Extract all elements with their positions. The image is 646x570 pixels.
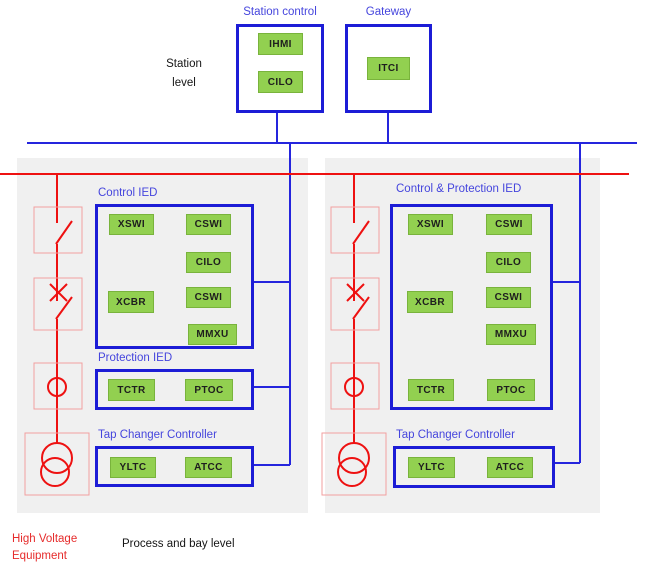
high-voltage-label-line1: High Voltage xyxy=(12,533,78,545)
high-voltage-equipment-label: High Voltage Equipment xyxy=(12,531,92,565)
node-ihmi: IHMI xyxy=(258,33,303,55)
station-level-label-line1: Station xyxy=(166,58,202,70)
node-cilo-right: CILO xyxy=(486,252,531,273)
node-cswi-right-1: CSWI xyxy=(486,214,532,235)
node-atcc-left: ATCC xyxy=(185,457,232,478)
node-cilo-left: CILO xyxy=(186,252,231,273)
station-level-label-line2: level xyxy=(172,77,196,89)
node-atcc-right: ATCC xyxy=(487,457,533,478)
protection-ied-box xyxy=(95,369,254,410)
tap-changer-title-left: Tap Changer Controller xyxy=(98,429,217,441)
node-cilo-station: CILO xyxy=(258,71,303,93)
control-protection-ied-title: Control & Protection IED xyxy=(396,183,522,195)
control-ied-box xyxy=(95,204,254,349)
gateway-box xyxy=(345,24,432,113)
station-bus xyxy=(27,113,637,144)
node-xcbr-left: XCBR xyxy=(108,291,154,313)
node-cswi-left-2: CSWI xyxy=(186,287,231,308)
gateway-title: Gateway xyxy=(365,6,412,18)
node-xswi-right: XSWI xyxy=(408,214,453,235)
high-voltage-label-line2: Equipment xyxy=(12,550,67,562)
node-cswi-left-1: CSWI xyxy=(186,214,231,235)
node-tctr-left: TCTR xyxy=(108,379,155,401)
tap-changer-title-right: Tap Changer Controller xyxy=(396,429,515,441)
node-xswi-left: XSWI xyxy=(109,214,154,235)
node-xcbr-right: XCBR xyxy=(407,291,453,313)
node-cswi-right-2: CSWI xyxy=(486,287,531,308)
node-ptoc-right: PTOC xyxy=(487,379,535,401)
node-itci: ITCI xyxy=(367,57,410,80)
node-tctr-right: TCTR xyxy=(408,379,454,401)
control-ied-title: Control IED xyxy=(98,187,158,199)
node-ptoc-left: PTOC xyxy=(185,379,233,401)
node-yltc-left: YLTC xyxy=(110,457,156,478)
tap-changer-box-right xyxy=(393,446,555,488)
station-control-title: Station control xyxy=(243,6,317,18)
control-protection-ied-box xyxy=(390,204,553,410)
station-level-label: Station level xyxy=(144,55,224,93)
protection-ied-title: Protection IED xyxy=(98,352,173,364)
tap-changer-box-left xyxy=(95,446,254,487)
node-yltc-right: YLTC xyxy=(408,457,455,478)
process-bay-level-label: Process and bay level xyxy=(122,538,235,550)
node-mmxu-right: MMXU xyxy=(486,324,536,345)
station-control-box xyxy=(236,24,324,113)
node-mmxu-left: MMXU xyxy=(188,324,237,345)
